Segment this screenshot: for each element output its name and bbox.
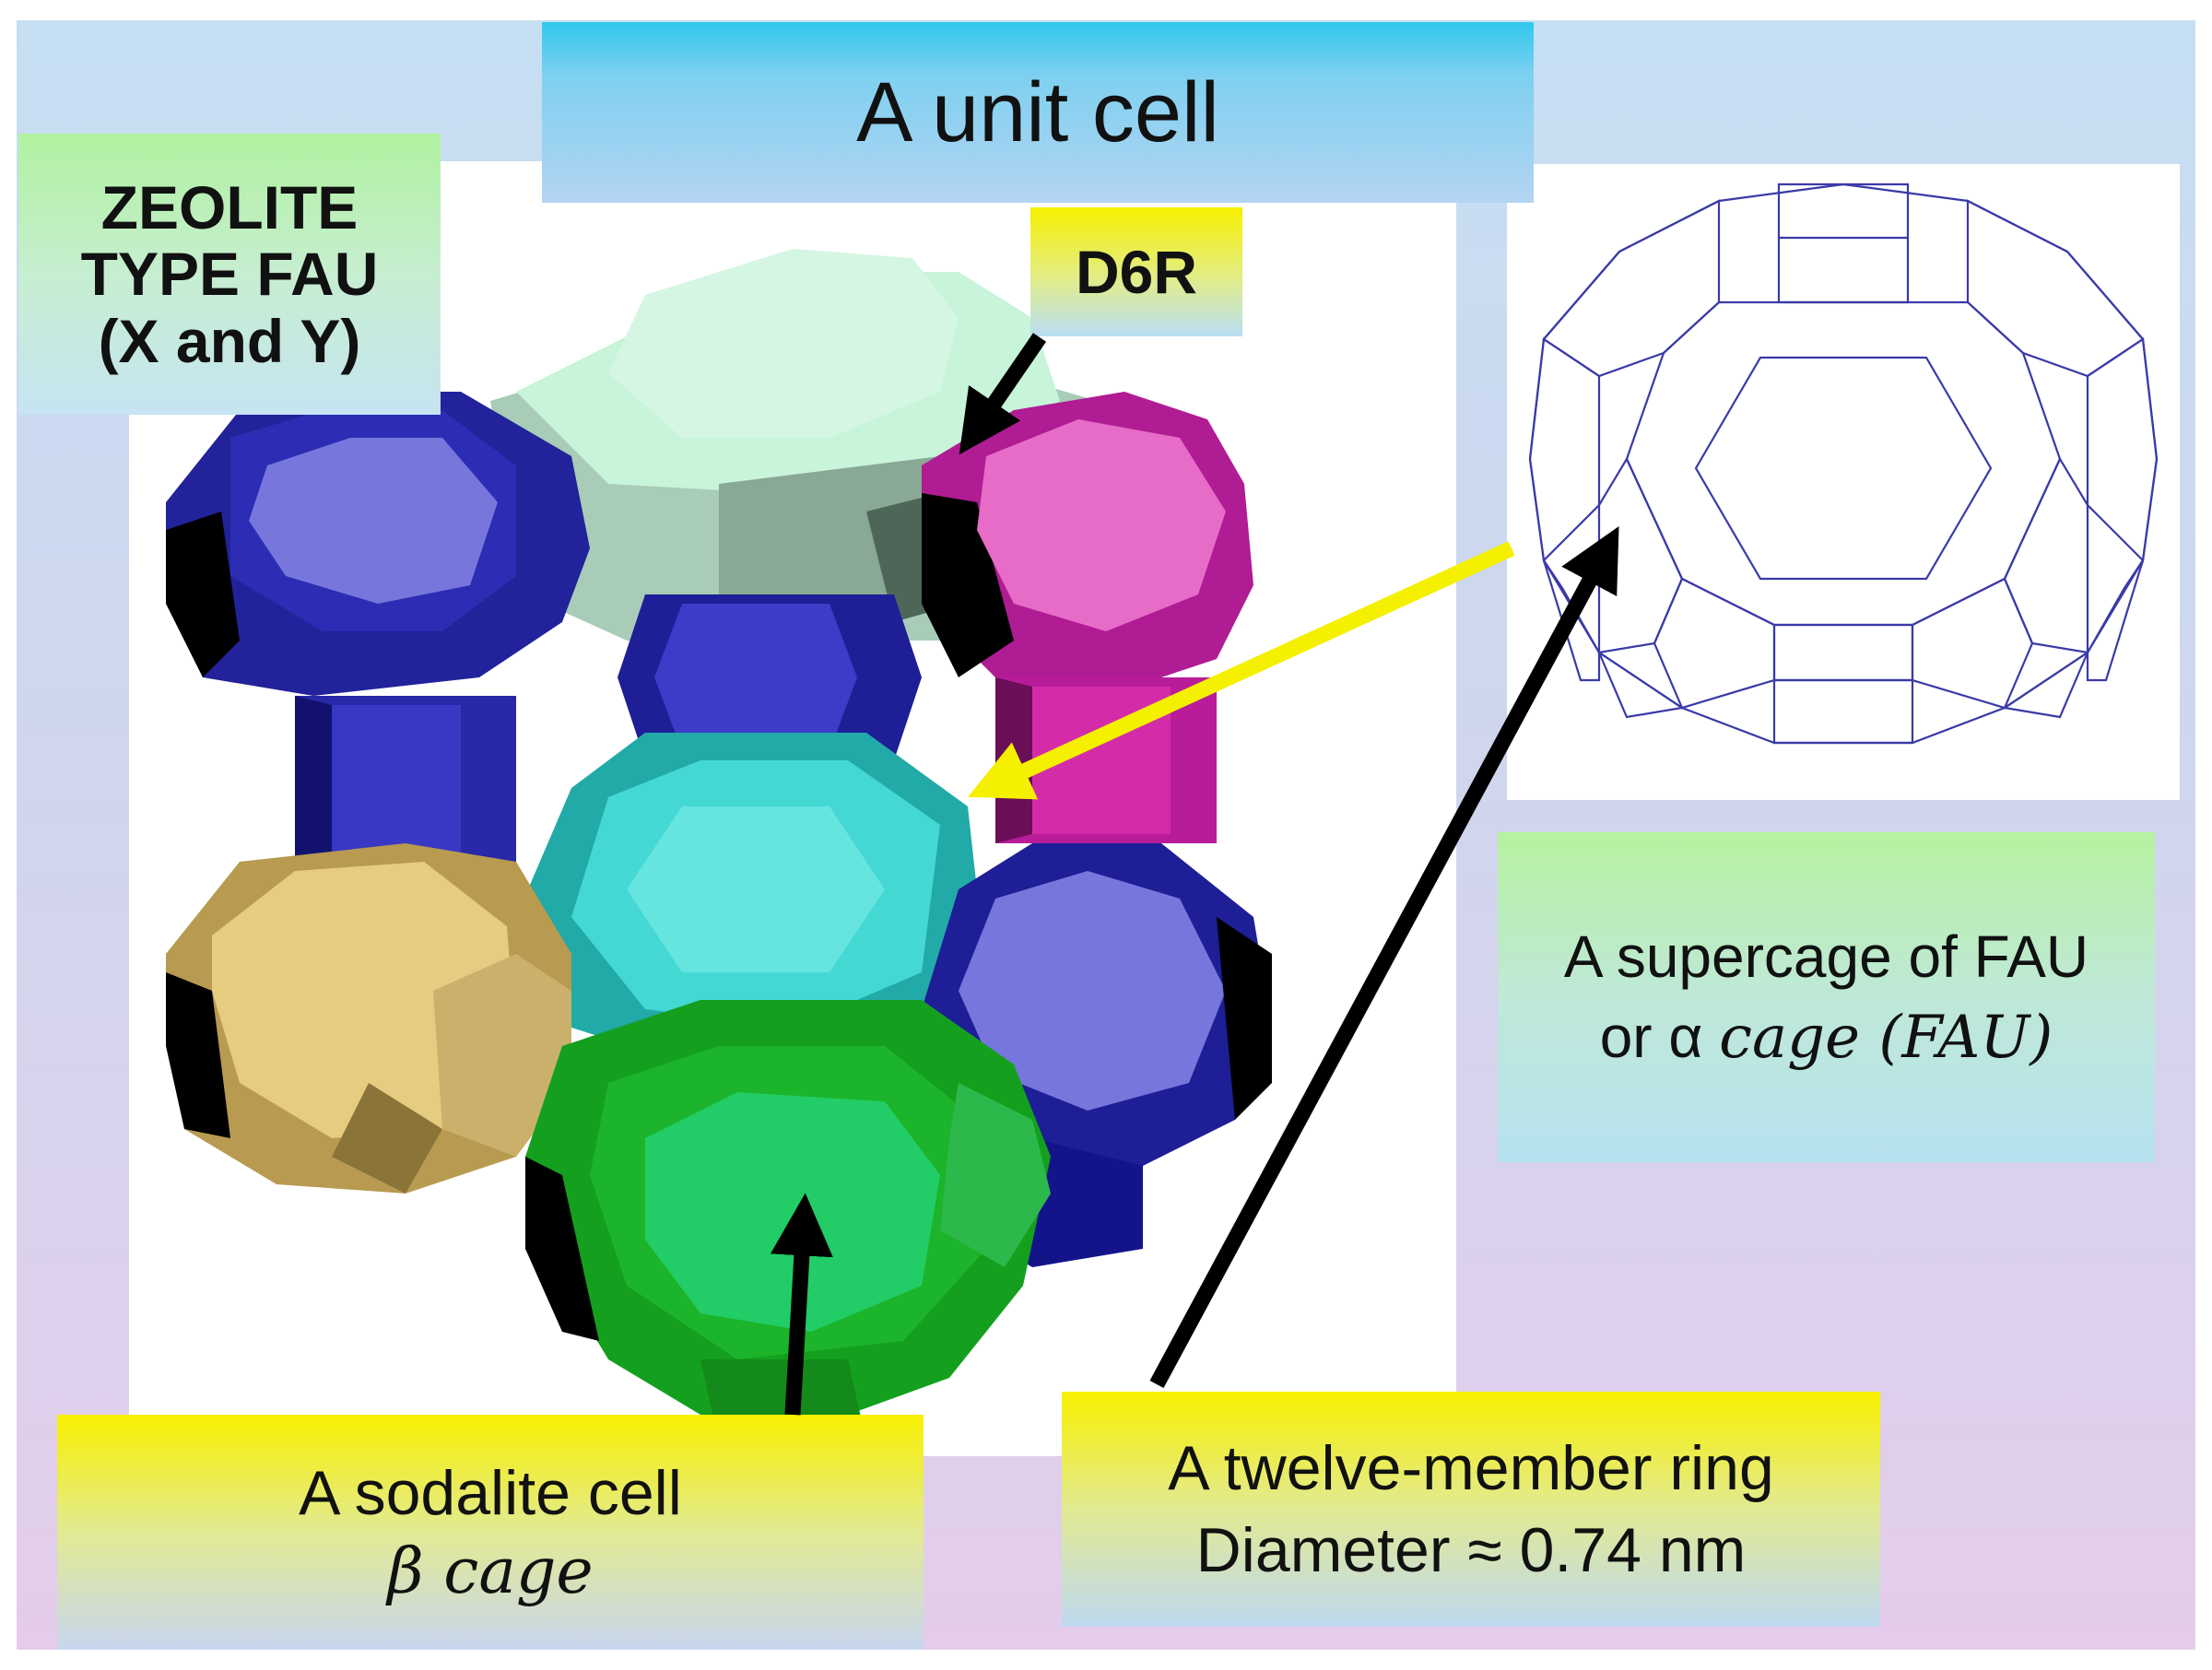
ring-line-2: Diameter ≈ 0.74 nm xyxy=(1195,1514,1747,1585)
sodalite-line-2-math: β cage xyxy=(387,1535,594,1608)
zeolite-line-3: (X and Y) xyxy=(98,306,361,375)
zeolite-line-1: ZEOLITE xyxy=(100,172,359,241)
supercage-line-2-prefix: or α xyxy=(1599,1003,1720,1070)
title-text: A unit cell xyxy=(856,65,1219,159)
right-d6r-prism xyxy=(995,677,1217,843)
left-yellow-cage xyxy=(166,843,571,1194)
sodalite-cell-label: A sodalite cell β cage xyxy=(57,1415,924,1650)
left-blue-cage xyxy=(166,392,590,696)
supercage-line-1: A supercage of FAU xyxy=(1563,923,2089,991)
sodalite-line-1: A sodalite cell xyxy=(299,1457,682,1528)
supercage-wireframe xyxy=(1507,164,2180,800)
twelve-member-ring-label: A twelve-member ring Diameter ≈ 0.74 nm xyxy=(1062,1392,1880,1627)
front-green-cage xyxy=(525,1000,1051,1442)
d6r-label: D6R xyxy=(1030,207,1242,336)
d6r-text: D6R xyxy=(1075,238,1198,306)
zeolite-type-label: ZEOLITE TYPE FAU (X and Y) xyxy=(18,134,441,415)
title-banner: A unit cell xyxy=(542,22,1534,203)
supercage-label: A supercage of FAU or α cage (FAU) xyxy=(1498,832,2155,1162)
right-magenta-cage xyxy=(922,392,1253,696)
central-cyan-cage xyxy=(516,733,986,1074)
central-d6r-prism xyxy=(618,594,922,760)
left-d6r-prism xyxy=(295,696,516,862)
ring-line-1: A twelve-member ring xyxy=(1168,1433,1774,1504)
supercage-line-2: or α cage (FAU) xyxy=(1600,997,2053,1077)
zeolite-line-2: TYPE FAU xyxy=(80,240,379,309)
supercage-line-2-math: cage (FAU) xyxy=(1719,1003,2053,1072)
